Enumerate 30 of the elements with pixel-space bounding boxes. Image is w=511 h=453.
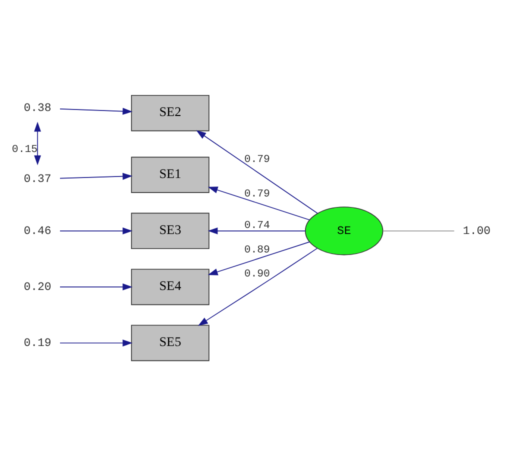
node-text: 0.20 <box>24 280 52 294</box>
arrow <box>60 226 133 234</box>
connector <box>382 230 455 231</box>
node-box: SE5 <box>131 324 210 361</box>
edge-label: 0.89 <box>244 244 270 256</box>
arrow <box>196 130 318 214</box>
arrow <box>208 226 306 234</box>
node-text: 0.37 <box>24 172 52 186</box>
edge-label: 0.74 <box>244 219 270 232</box>
arrow <box>198 247 318 326</box>
node-box: SE1 <box>131 156 210 192</box>
arrow <box>208 186 310 220</box>
node-text: 0.19 <box>24 336 52 350</box>
edge-label: 0.15 <box>12 143 38 156</box>
node-box: SE3 <box>131 212 210 249</box>
arrow <box>208 241 310 275</box>
node-box: SE4 <box>131 268 210 305</box>
edge-label: 0.79 <box>244 188 270 200</box>
arrow <box>60 339 133 346</box>
node-text: 0.38 <box>24 102 52 115</box>
node-ellipse: SE <box>304 206 384 255</box>
node-box: SE2 <box>131 94 210 131</box>
arrow <box>60 172 133 180</box>
edge-label: 0.79 <box>244 154 270 166</box>
node-text: 1.00 <box>462 224 491 238</box>
node-text: 0.46 <box>24 224 52 238</box>
edge-label: 0.90 <box>244 268 270 280</box>
arrow <box>34 121 41 165</box>
arrow <box>60 282 133 290</box>
arrow <box>60 107 133 114</box>
